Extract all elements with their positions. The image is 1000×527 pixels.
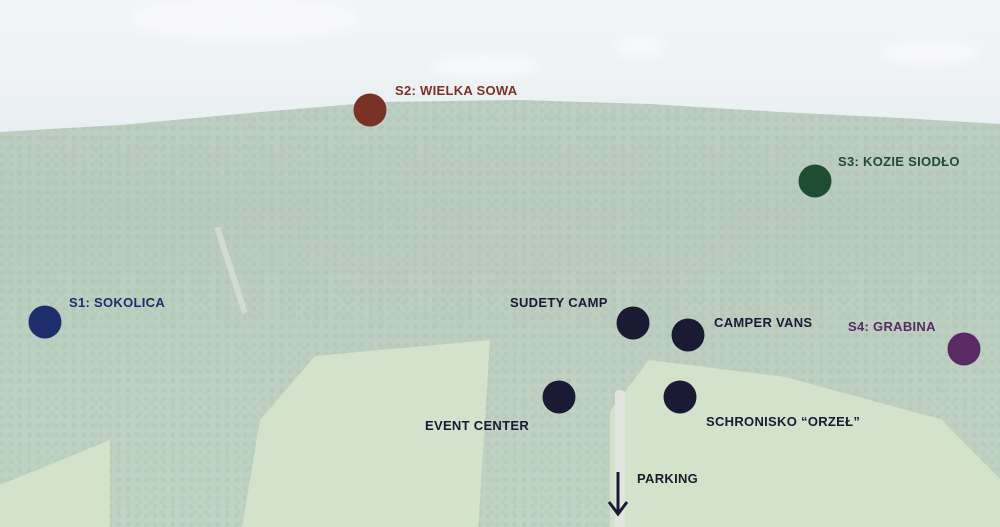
label-sudety-camp: SUDETY CAMP — [510, 295, 608, 310]
marker-s1-sokolica[interactable] — [28, 305, 62, 339]
cloud — [880, 42, 980, 64]
marker-s4-grabina[interactable] — [947, 332, 981, 366]
label-event-center: EVENT CENTER — [425, 418, 530, 433]
marker-s2-wielka-sowa[interactable] — [353, 93, 387, 127]
label-s4-grabina: S4: GRABINA — [848, 319, 936, 334]
marker-event-center[interactable] — [542, 380, 576, 414]
label-s1-sokolica: S1: SOKOLICA — [69, 295, 166, 310]
marker-sudety-camp[interactable] — [616, 306, 650, 340]
label-schronisko-orzel: SCHRONISKO “ORZEŁ” — [706, 414, 861, 429]
cloud — [615, 38, 665, 56]
label-s3-kozie-siodlo: S3: KOZIE SIODŁO — [838, 154, 960, 169]
label-camper-vans: CAMPER VANS — [714, 315, 813, 330]
label-parking: PARKING — [637, 471, 699, 486]
marker-s3-kozie-siodlo[interactable] — [798, 164, 832, 198]
cloud — [130, 0, 360, 38]
label-s2-wielka-sowa: S2: WIELKA SOWA — [395, 83, 518, 98]
marker-schronisko-orzel[interactable] — [663, 380, 697, 414]
marker-camper-vans[interactable] — [671, 318, 705, 352]
road — [615, 390, 625, 527]
cloud — [430, 55, 540, 77]
arrow-down-icon[interactable] — [607, 470, 629, 518]
